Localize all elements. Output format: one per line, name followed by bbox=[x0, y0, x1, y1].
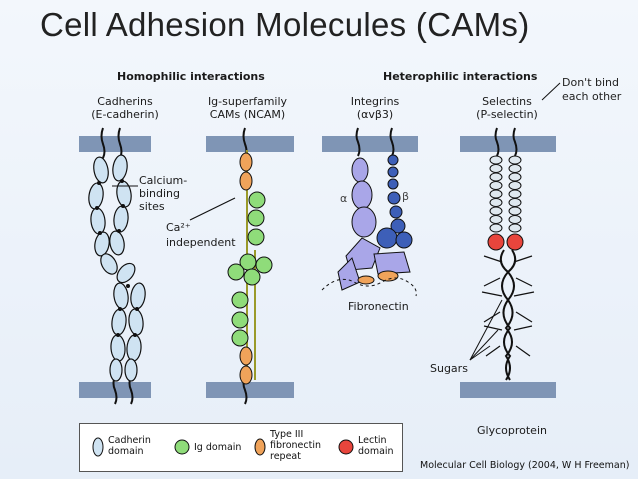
ca-label: Ca²⁺ bbox=[166, 221, 191, 234]
selectin-bead bbox=[489, 206, 503, 216]
selectins-example: (P-selectin) bbox=[476, 108, 538, 121]
cadherins-example: (E-cadherin) bbox=[91, 108, 159, 121]
selectin-bead bbox=[508, 223, 522, 233]
cadherins-name: Cadherins bbox=[97, 95, 153, 108]
dont-bind-line2: each other bbox=[562, 90, 622, 103]
legend-lectin-swatch bbox=[338, 439, 354, 455]
legend-cadherin-label: Cadherin domain bbox=[108, 435, 151, 457]
selectin-bead bbox=[508, 155, 522, 165]
ca-independent-pointer bbox=[189, 197, 236, 221]
glycoprotein-label: Glycoprotein bbox=[477, 424, 547, 437]
selectin-bead bbox=[489, 198, 503, 207]
credit: Molecular Cell Biology (2004, W H Freema… bbox=[420, 460, 630, 471]
sugars-label: Sugars bbox=[430, 362, 468, 375]
independent-label: independent bbox=[166, 236, 236, 249]
selectin-bead bbox=[508, 189, 522, 199]
selectin-bead bbox=[508, 172, 522, 182]
selectin-bead bbox=[489, 172, 503, 182]
selectin-bead bbox=[489, 155, 503, 165]
heterophilic-header: Heterophilic interactions bbox=[383, 70, 538, 83]
legend-fn3-swatch bbox=[254, 438, 266, 456]
igsf-molecule bbox=[227, 127, 273, 405]
dont-bind-note: Don't bind each other bbox=[562, 76, 621, 104]
legend: Cadherin domain Ig domain Type III fibro… bbox=[79, 423, 403, 472]
igsf-name: Ig-superfamily bbox=[207, 95, 288, 108]
integrins-name: Integrins bbox=[350, 95, 400, 108]
membrane-top-igsf bbox=[206, 136, 294, 152]
dont-bind-line1: Don't bind bbox=[562, 76, 619, 89]
legend-ig-label: Ig domain bbox=[194, 442, 242, 453]
calcium-label: Calcium- binding sites bbox=[139, 174, 188, 213]
legend-swatches bbox=[92, 437, 354, 457]
legend-fn3-label: Type III fibronectin repeat bbox=[270, 429, 321, 462]
selectins-label: Selectins (P-selectin) bbox=[467, 95, 547, 121]
igsf-example: CAMs (NCAM) bbox=[209, 108, 286, 121]
fibronectin-label: Fibronectin bbox=[348, 300, 409, 313]
page-title: Cell Adhesion Molecules (CAMs) bbox=[40, 6, 530, 43]
dont-bind-pointer bbox=[541, 82, 561, 101]
selectin-bead bbox=[489, 164, 503, 173]
integrins-label: Integrins (αvβ3) bbox=[335, 95, 415, 121]
selectin-bead bbox=[508, 164, 522, 173]
beta-label: β bbox=[402, 190, 410, 203]
membrane-top-selectin bbox=[460, 136, 556, 152]
selectin-bead bbox=[508, 181, 522, 190]
selectin-bead bbox=[508, 215, 522, 224]
legend-ig-swatch bbox=[174, 439, 190, 455]
fibronectin-line bbox=[321, 277, 417, 297]
selectin-bead bbox=[489, 181, 503, 190]
membrane-bottom-selectin bbox=[460, 382, 556, 398]
membrane-top-cadherin bbox=[79, 136, 151, 152]
membrane-top-integrin bbox=[322, 136, 418, 152]
selectin-bead bbox=[489, 189, 503, 199]
selectin-bead bbox=[508, 198, 522, 207]
selectin-bead bbox=[489, 223, 503, 233]
selectin-bead bbox=[508, 206, 522, 216]
cadherin-molecule bbox=[88, 127, 146, 405]
selectin-molecule bbox=[481, 127, 535, 381]
membrane-bottom-igsf bbox=[206, 382, 294, 398]
legend-cadherin-swatch bbox=[92, 437, 104, 457]
alpha-label: α bbox=[340, 192, 348, 205]
legend-lectin-label: Lectin domain bbox=[358, 435, 394, 457]
homophilic-header: Homophilic interactions bbox=[117, 70, 265, 83]
selectins-name: Selectins bbox=[482, 95, 532, 108]
cadherins-label: Cadherins (E-cadherin) bbox=[80, 95, 170, 121]
integrin-molecule bbox=[337, 127, 413, 291]
sugars-pointers bbox=[469, 299, 503, 361]
selectin-bead bbox=[489, 215, 503, 224]
igsf-label: Ig-superfamily CAMs (NCAM) bbox=[200, 95, 295, 121]
integrins-example: (αvβ3) bbox=[356, 108, 394, 121]
